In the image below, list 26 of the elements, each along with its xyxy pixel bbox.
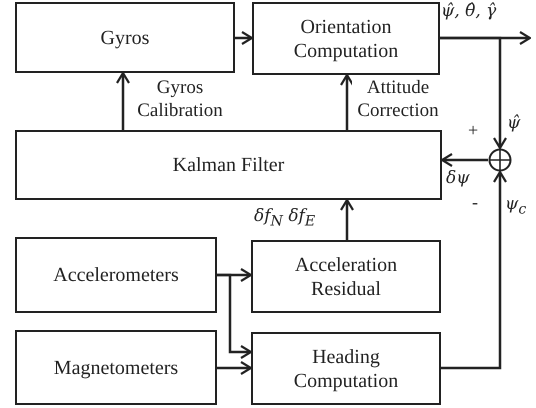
box-label: Accelerometers <box>53 263 179 287</box>
box-label: Acceleration Residual <box>294 252 398 300</box>
arrow <box>217 360 252 376</box>
process-box <box>252 2 440 75</box>
arrow <box>340 74 354 130</box>
process-box <box>251 240 441 313</box>
arrow <box>440 152 488 168</box>
box-label: Magnetometers <box>54 356 178 380</box>
process-box <box>251 332 441 405</box>
arrow <box>217 274 252 360</box>
arrow <box>235 30 254 46</box>
summing-junction <box>488 148 512 172</box>
arrow <box>440 36 508 150</box>
arrow <box>441 170 508 370</box>
box-label: Kalman Filter <box>172 153 284 177</box>
process-box <box>15 2 235 73</box>
box-label: Orientation Computation <box>292 14 400 62</box>
box-label: Heading Computation <box>292 344 400 392</box>
process-box <box>15 130 442 200</box>
arrow <box>116 72 130 130</box>
sign-label: - <box>472 192 478 213</box>
box-label: Gyros <box>100 26 150 50</box>
process-box <box>15 330 217 405</box>
arrow <box>340 198 354 240</box>
process-box <box>15 237 217 313</box>
sign-label: + <box>468 120 478 141</box>
